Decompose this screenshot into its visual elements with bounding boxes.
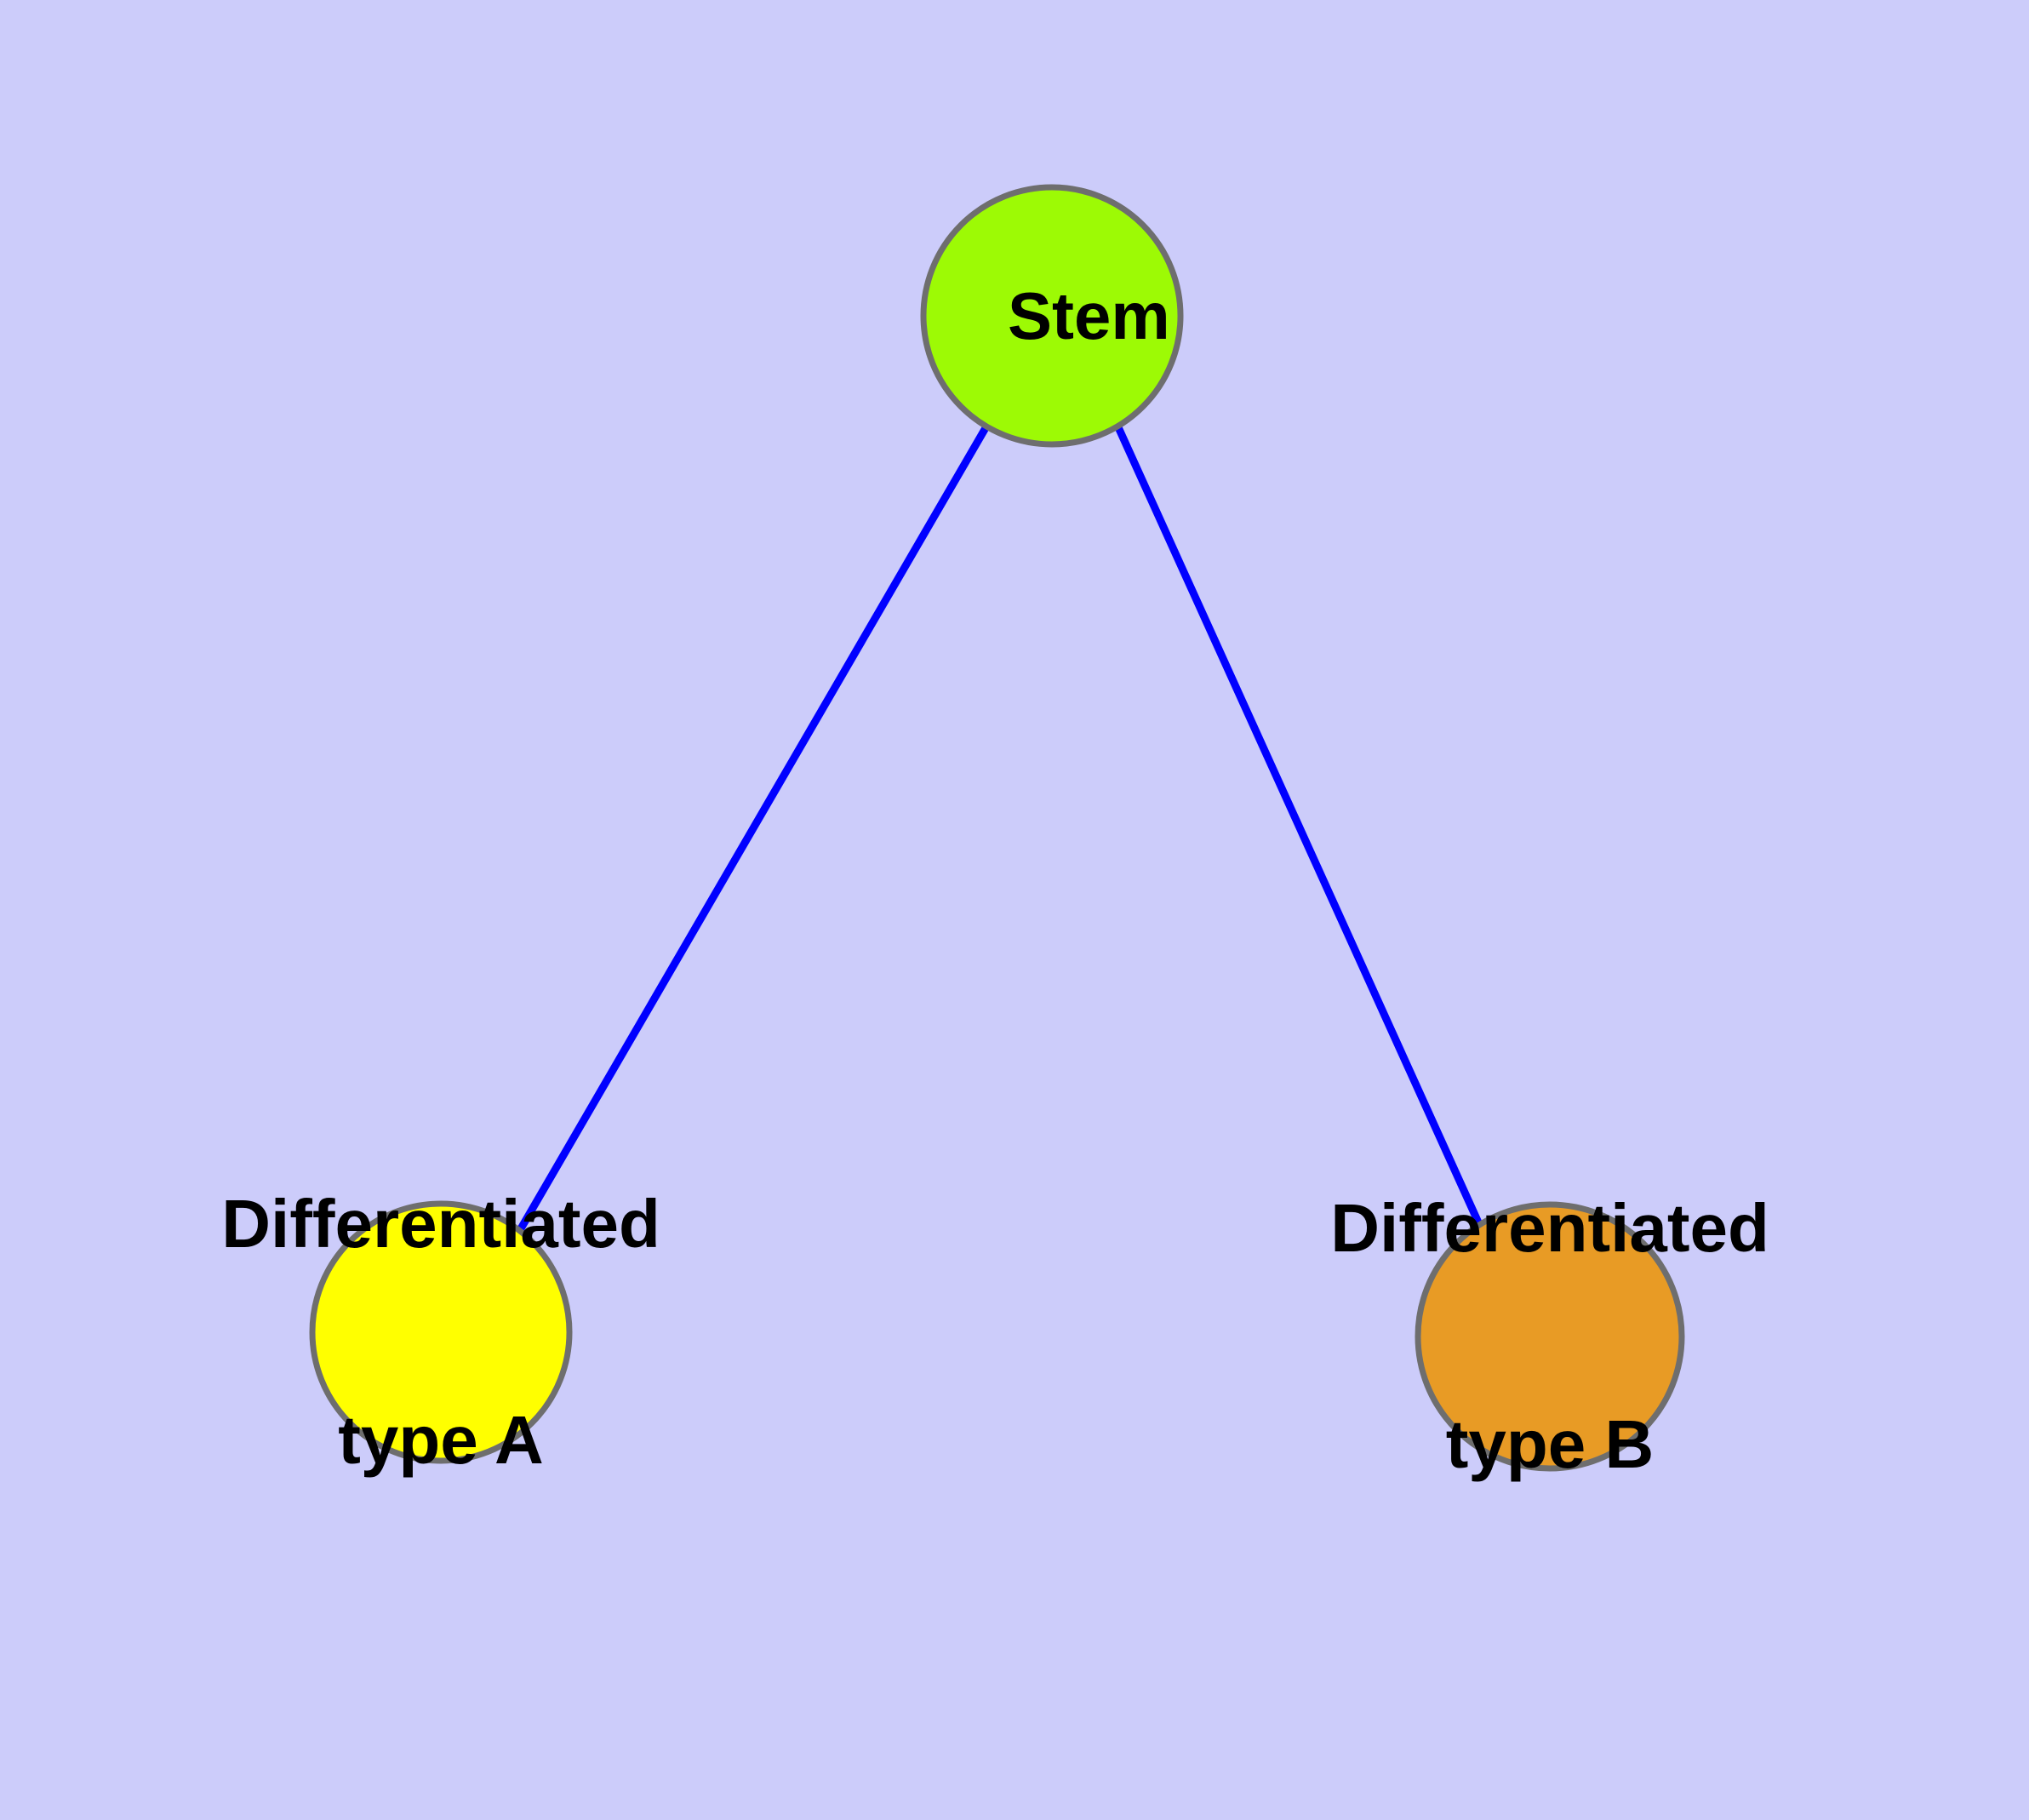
- node-diff-b[interactable]: [1415, 1201, 1685, 1472]
- edge-stem-to-diff-a[interactable]: [517, 424, 990, 1233]
- node-stem[interactable]: [920, 184, 1184, 448]
- edge-layer: [517, 424, 1483, 1233]
- node-diff-a[interactable]: [309, 1200, 573, 1464]
- edge-stem-to-diff-b[interactable]: [1114, 426, 1483, 1224]
- node-layer: [309, 184, 1685, 1472]
